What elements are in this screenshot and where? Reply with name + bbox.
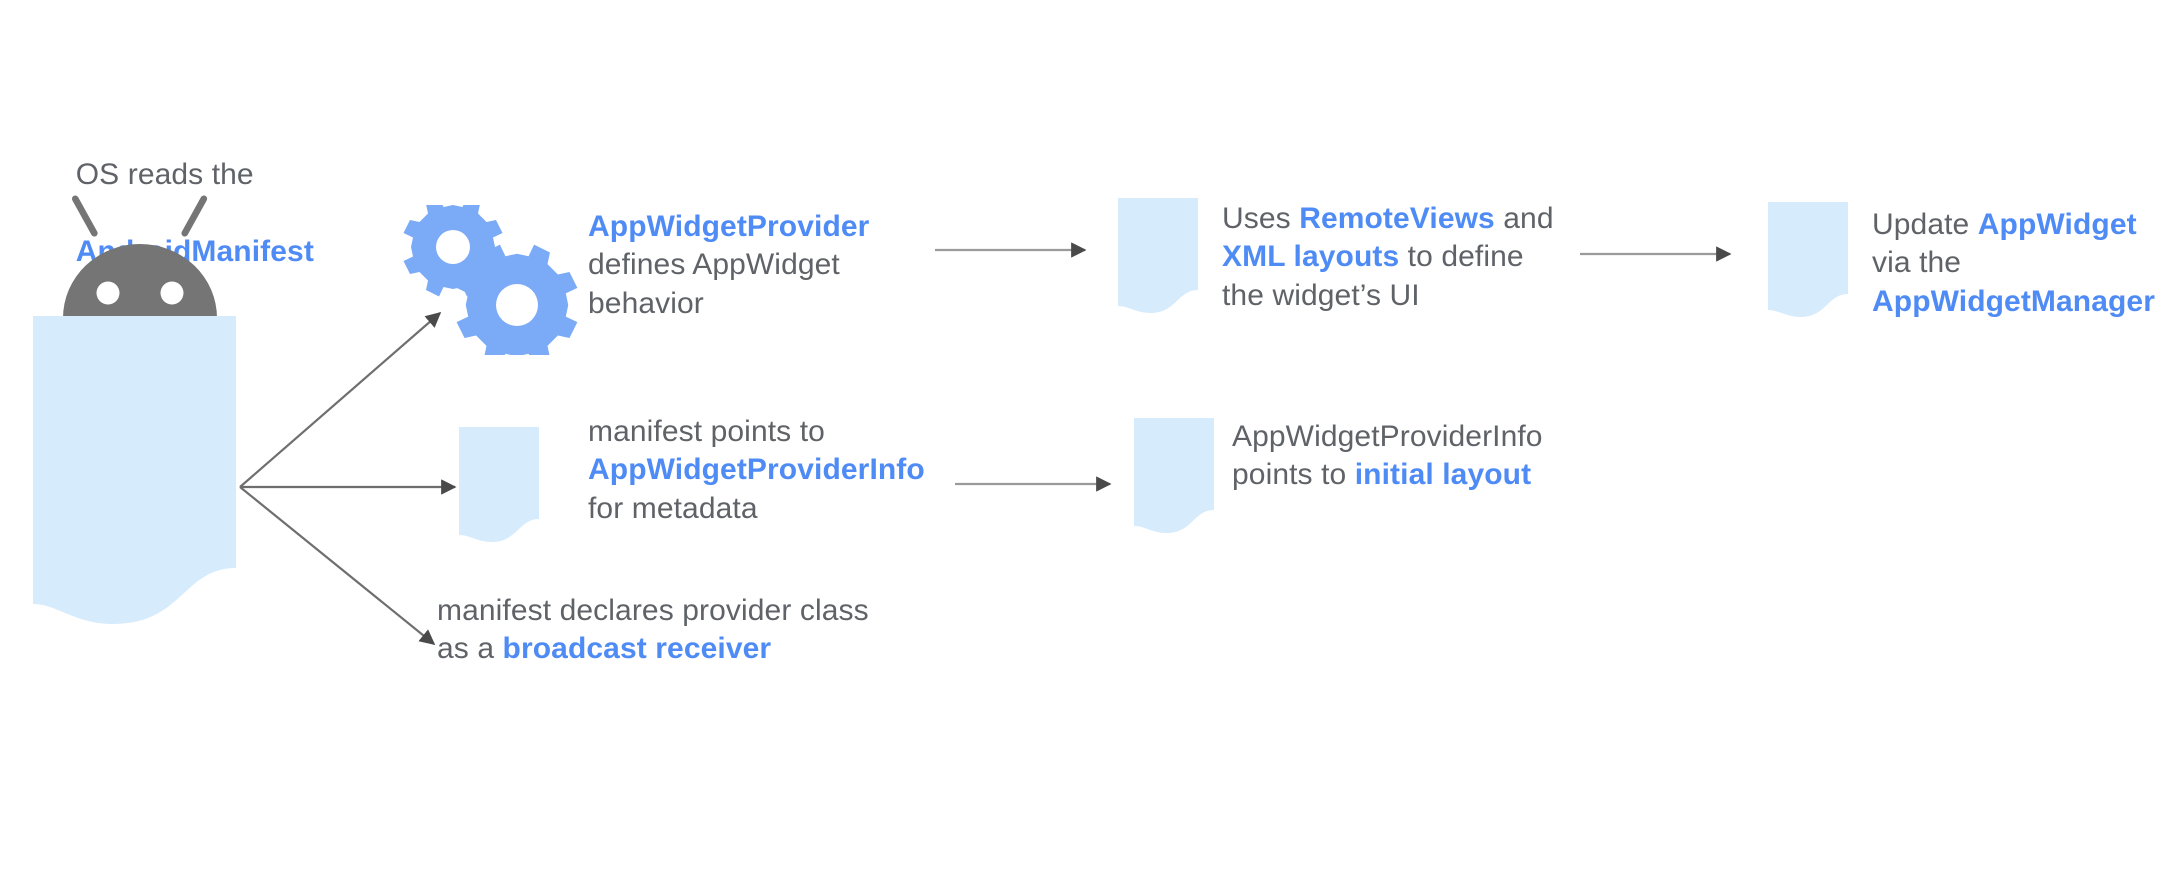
remoteviews-label: RemoteViews (1299, 202, 1495, 235)
update-via-the: via the (1872, 208, 2146, 280)
appwidgetprovider-rest: defines AppWidget behavior (588, 210, 878, 320)
providerinfo-prefix: manifest points to (588, 415, 834, 448)
appwidgetprovider-caption: AppWidgetProvider defines AppWidget beha… (588, 208, 878, 323)
update-prefix: Update (1872, 208, 1978, 241)
remoteviews-and: and (1494, 202, 1563, 235)
os-reads-line1: OS reads the (75, 158, 254, 192)
appwidgetmanager-label: AppWidgetManager (1872, 284, 2155, 318)
initial-layout-label: initial layout (1354, 458, 1532, 492)
remoteviews-caption: Uses RemoteViews and XML layouts to defi… (1222, 200, 1572, 315)
appwidgetmanager-document-shape (1768, 202, 1860, 324)
update-appwidget-caption: Update AppWidget via the AppWidgetManage… (1872, 206, 2166, 321)
broadcast-prefix: manifest declares provider class as a (437, 594, 878, 666)
remoteviews-prefix: Uses (1222, 202, 1300, 235)
appwidget-label: AppWidget (1977, 208, 2137, 241)
broadcast-receiver-caption: manifest declares provider class as a br… (437, 592, 907, 669)
broadcast-receiver-label: broadcast receiver (502, 632, 772, 666)
initial-layout-document-shape (1134, 418, 1226, 540)
manifest-document-shape (33, 316, 243, 636)
providerinfo-caption: manifest points to AppWidgetProviderInfo… (588, 413, 958, 528)
initial-layout-prefix: AppWidgetProviderInfo points to (1232, 420, 1552, 492)
providerinfo-document-shape (459, 427, 551, 549)
gears-icon (400, 205, 580, 355)
remoteviews-suffix: to define the widget’s UI (1222, 240, 1533, 312)
remoteviews-document-shape (1118, 198, 1210, 320)
edge-manifest-to-broadcast-receiver (239, 486, 436, 645)
initial-layout-caption: AppWidgetProviderInfo points to initial … (1232, 418, 1552, 495)
android-robot-head-icon (55, 190, 225, 325)
appwidgetprovider-label: AppWidgetProvider (588, 210, 870, 243)
appwidgetproviderinfo-label: AppWidgetProviderInfo (588, 453, 925, 487)
xml-layouts-label: XML layouts (1222, 240, 1400, 274)
providerinfo-suffix: for metadata (588, 453, 934, 525)
